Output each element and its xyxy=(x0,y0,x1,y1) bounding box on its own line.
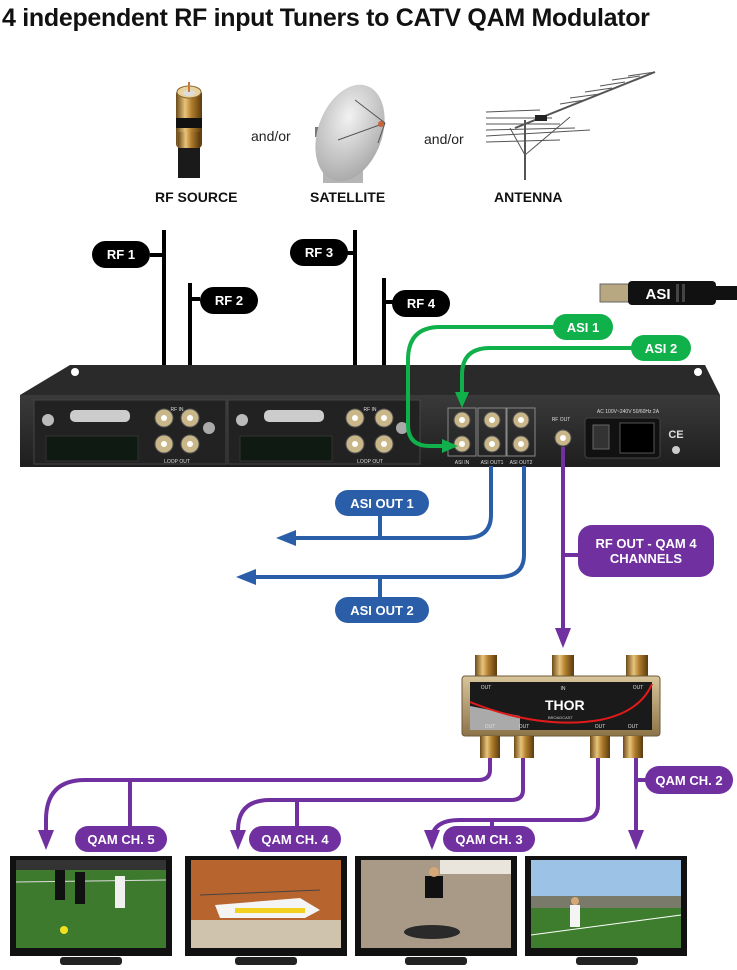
tv-3 xyxy=(355,856,517,965)
splitter-out-label-3: OUT xyxy=(485,724,496,730)
qam-output-arrowheads xyxy=(38,830,644,850)
andor-text-1: and/or xyxy=(251,128,291,144)
asi-in-text: ASI IN xyxy=(455,460,470,466)
splitter-brand-sub: BROADCAST xyxy=(548,715,573,720)
asi-out-2-label: ASI OUT 2 xyxy=(335,597,429,623)
rf-4-label: RF 4 xyxy=(392,290,450,317)
tv-1 xyxy=(10,856,172,965)
qam-ch-2-label: QAM CH. 2 xyxy=(645,766,733,794)
tv-2 xyxy=(185,856,347,965)
asi-out2-text: ASI OUT2 xyxy=(510,460,533,466)
asi-out1-text: ASI OUT1 xyxy=(481,460,504,466)
splitter-in-label: IN xyxy=(561,686,566,692)
qam-ch-5-label: QAM CH. 5 xyxy=(75,826,167,852)
asi-cable-icon xyxy=(599,281,737,305)
power-rating-text: AC 100V~240V 50/60Hz 2A xyxy=(597,409,660,415)
source-label-antenna: ANTENNA xyxy=(494,189,563,205)
loop-out-text-1: LOOP OUT xyxy=(164,459,190,465)
splitter-out-label-2: OUT xyxy=(633,685,644,691)
rf-out-label: RF OUT - QAM 4 CHANNELS xyxy=(578,525,714,577)
loop-out-text-2: LOOP OUT xyxy=(357,459,383,465)
rf-3-label: RF 3 xyxy=(290,239,348,266)
splitter-out-label-4: OUT xyxy=(519,724,530,730)
tv-4 xyxy=(525,856,687,965)
splitter-device xyxy=(461,655,661,758)
splitter-brand: THOR xyxy=(545,697,585,713)
rf-in-text-1: RF IN xyxy=(170,407,183,413)
rf-in-connectors-1 xyxy=(154,408,215,454)
splitter-out-label-6: OUT xyxy=(628,724,639,730)
asi-cable-label: ASI xyxy=(645,286,670,303)
andor-text-2: and/or xyxy=(424,131,464,147)
yagi-antenna-icon xyxy=(485,71,656,180)
splitter-out-label-5: OUT xyxy=(595,724,606,730)
satellite-dish-icon xyxy=(315,84,386,183)
asi-input-lines xyxy=(406,325,640,448)
rf-in-connectors-2 xyxy=(345,408,408,454)
ce-mark: CE xyxy=(668,429,683,441)
asi-1-label: ASI 1 xyxy=(553,314,613,340)
qam-modulator-device xyxy=(20,365,720,467)
rf-2-label: RF 2 xyxy=(200,287,258,314)
rf-in-text-2: RF IN xyxy=(363,407,376,413)
asi-output-arrowheads xyxy=(236,530,296,585)
asi-input-arrowheads xyxy=(442,392,469,453)
asi-2-label: ASI 2 xyxy=(631,335,691,361)
f-connector-icon xyxy=(176,82,202,178)
source-label-rf: RF SOURCE xyxy=(155,189,238,205)
rf-out-text: RF OUT xyxy=(552,417,571,423)
qam-ch-3-label: QAM CH. 3 xyxy=(443,826,535,852)
page-title: 4 independent RF input Tuners to CATV QA… xyxy=(2,4,650,32)
rf-out-line xyxy=(561,447,580,630)
asi-out-1-label: ASI OUT 1 xyxy=(335,490,429,516)
asi-output-lines xyxy=(250,466,526,600)
splitter-out-label-1: OUT xyxy=(481,685,492,691)
source-label-satellite: SATELLITE xyxy=(310,189,386,205)
rf-1-label: RF 1 xyxy=(92,241,150,268)
qam-ch-4-label: QAM CH. 4 xyxy=(249,826,341,852)
rf-out-arrowhead xyxy=(555,628,571,648)
